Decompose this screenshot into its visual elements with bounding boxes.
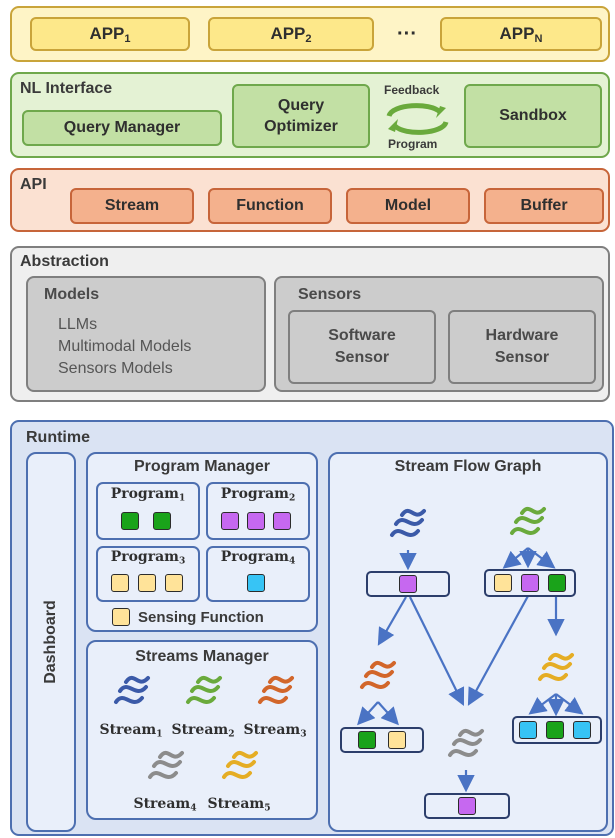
program-manager-panel xyxy=(86,452,318,632)
api-model-box: Model xyxy=(346,188,470,224)
sensors-title: Sensors xyxy=(298,286,362,303)
hardware-sensor-label-1: Hardware xyxy=(485,327,559,344)
program-label-4: Program4 xyxy=(220,549,296,567)
app-box-1: APP1 xyxy=(30,17,190,51)
sensing-function-square xyxy=(458,797,476,815)
app-label-2: APP2 xyxy=(270,23,312,45)
sensing-function-square xyxy=(273,512,291,530)
api-buffer-box: Buffer xyxy=(484,188,604,224)
models-item-sensors: Sensors Models xyxy=(58,360,173,377)
sensing-function-square xyxy=(111,574,129,592)
sensing-function-square xyxy=(138,574,156,592)
stream-label-3: Stream3 xyxy=(243,722,307,740)
software-sensor-label-2: Sensor xyxy=(334,349,390,366)
program-manager-title: Program Manager xyxy=(133,458,271,475)
sandbox-label: Sandbox xyxy=(499,107,567,124)
program-label: Program xyxy=(388,137,438,151)
stream-label-4: Stream4 xyxy=(133,796,197,814)
sensing-function-square xyxy=(247,512,265,530)
stream-flow-graph-title: Stream Flow Graph xyxy=(394,458,542,475)
hardware-sensor-label-2: Sensor xyxy=(494,349,550,366)
api-stream-label: Stream xyxy=(104,197,160,214)
sensing-function-square xyxy=(121,512,139,530)
sensing-function-legend-label: Sensing Function xyxy=(138,609,264,626)
streams-manager-panel xyxy=(86,640,318,820)
software-sensor-box: Software Sensor xyxy=(288,310,436,384)
api-function-label: Function xyxy=(236,197,304,214)
stream-label-2: Stream2 xyxy=(171,722,235,740)
stream-flow-graph-panel xyxy=(328,452,608,832)
app-label-1: APP1 xyxy=(89,23,131,45)
program-card-2 xyxy=(206,482,310,540)
program-label-2: Program2 xyxy=(220,486,296,504)
api-title: API xyxy=(20,176,47,193)
query-manager-box: Query Manager xyxy=(22,110,222,146)
query-optimizer-box: Query Optimizer xyxy=(232,84,370,148)
app-box-n: APPN xyxy=(440,17,602,51)
dashboard-label: Dashboard xyxy=(42,600,59,684)
query-optimizer-label-2: Optimizer xyxy=(264,118,338,135)
api-function-box: Function xyxy=(208,188,332,224)
sensing-function-square xyxy=(221,512,239,530)
query-optimizer-label-1: Query xyxy=(277,97,325,114)
abstraction-title: Abstraction xyxy=(20,253,109,270)
sandbox-box: Sandbox xyxy=(464,84,602,148)
sensing-function-square xyxy=(521,574,539,592)
feedback-label: Feedback xyxy=(384,83,440,97)
query-manager-label: Query Manager xyxy=(63,119,181,136)
sensing-function-square xyxy=(165,574,183,592)
sensing-function-square xyxy=(388,731,406,749)
models-item-llms: LLMs xyxy=(58,316,98,333)
sensing-function-legend-square xyxy=(112,608,130,626)
api-model-label: Model xyxy=(384,197,432,214)
nl-interface-title: NL Interface xyxy=(20,80,113,97)
models-item-multimodal: Multimodal Models xyxy=(58,338,192,355)
dashboard-panel xyxy=(26,452,76,832)
app-ellipsis: ··· xyxy=(397,22,417,45)
flow-node-3 xyxy=(340,727,424,753)
api-buffer-label: Buffer xyxy=(520,197,568,214)
sensing-function-square xyxy=(548,574,566,592)
models-title: Models xyxy=(44,286,100,303)
runtime-title: Runtime xyxy=(26,429,90,446)
stream-label-1: Stream1 xyxy=(99,722,163,740)
program-label-1: Program1 xyxy=(110,486,186,504)
sensing-function-square xyxy=(546,721,564,739)
hardware-sensor-box: Hardware Sensor xyxy=(448,310,596,384)
sensing-function-square xyxy=(358,731,376,749)
app-box-2: APP2 xyxy=(208,17,374,51)
sensing-function-square xyxy=(573,721,591,739)
sensing-function-square xyxy=(519,721,537,739)
sensing-function-square xyxy=(153,512,171,530)
app-label-n: APPN xyxy=(499,23,543,45)
software-sensor-label-1: Software xyxy=(328,327,396,344)
sensing-function-square xyxy=(247,574,265,592)
sensing-function-square xyxy=(399,575,417,593)
sensing-function-square xyxy=(494,574,512,592)
api-stream-box: Stream xyxy=(70,188,194,224)
models-group xyxy=(26,276,266,392)
program-card-1 xyxy=(96,482,200,540)
program-label-3: Program3 xyxy=(110,549,186,567)
stream-label-5: Stream5 xyxy=(207,796,271,814)
streams-manager-title: Streams Manager xyxy=(135,648,269,665)
